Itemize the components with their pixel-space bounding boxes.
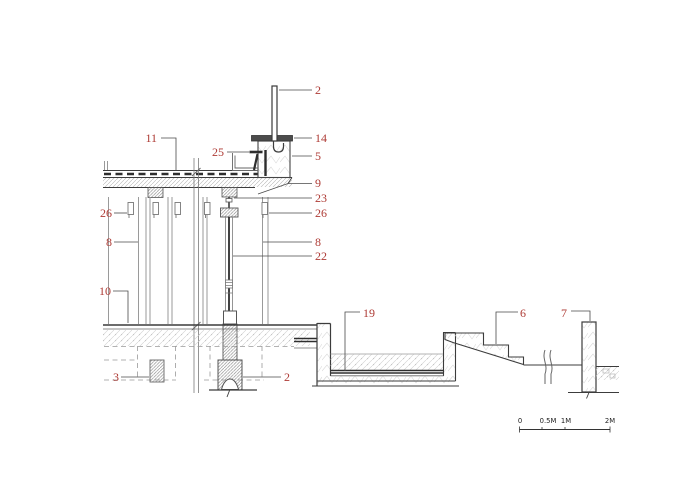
callout-labels: 2 14 5 9 23 26 8 22 11 25 26 8 10 3 2 19…: [99, 83, 567, 384]
callout-fixture-right: 26: [315, 206, 327, 220]
rubble-block: [609, 373, 616, 379]
floor-bed-hatch: [103, 330, 310, 346]
fixture: [152, 202, 159, 215]
callout-column-left: 8: [106, 235, 112, 249]
scale-bar: 0 0.5M 1M 2M: [518, 417, 615, 433]
scale-bar-ticks: [519, 426, 611, 433]
callout-coping-cap: 14: [315, 131, 327, 145]
scale-label-2m: 2M: [605, 417, 615, 425]
hanger-nut: [225, 198, 233, 203]
foundation-dashed-outline: [104, 346, 294, 381]
callout-floor-slab: 10: [99, 284, 111, 298]
parapet-assembly: [232, 85, 293, 179]
callout-roof-slab: 9: [315, 176, 321, 190]
post-anchor-hook: [272, 141, 285, 153]
below-grade-hatch: [596, 367, 619, 380]
hanger-bracket: [220, 207, 239, 218]
flashing-leg: [252, 153, 259, 171]
callout-column-right: 8: [315, 235, 321, 249]
callout-steps: 6: [520, 306, 526, 320]
callout-parapet: 5: [315, 149, 321, 163]
roof-slab-right-edge: [287, 177, 293, 184]
callout-fixture-left: 26: [100, 206, 112, 220]
leader-channel: [344, 311, 360, 371]
callout-hanger-rod: 23: [315, 191, 327, 205]
fixture: [174, 202, 181, 215]
ground-break-symbol: [543, 349, 553, 384]
leader-lines: [113, 89, 591, 378]
wall-base-tick: [586, 392, 590, 399]
scale-label-0: 0: [518, 417, 522, 425]
channel-fill-hatch: [330, 354, 443, 370]
scale-label-05m: 0.5M: [540, 417, 557, 425]
fixture: [261, 202, 268, 215]
fixture-feet: [128, 214, 264, 218]
drainage-channel: [312, 322, 459, 387]
callout-flashing: 25: [212, 145, 224, 159]
site-wall-group: [568, 321, 619, 399]
railing-post: [271, 85, 278, 142]
roof-gutter: [232, 153, 258, 171]
callout-footing-left: 3: [113, 370, 119, 384]
floor-and-foundations: [103, 324, 317, 398]
roof-beam-left: [147, 187, 164, 198]
break-tick-roof: [191, 167, 201, 177]
stepped-ramp: [444, 332, 582, 384]
mullion-base-shoe: [223, 310, 237, 325]
glass-joint: [225, 279, 233, 289]
leader-membrane: [161, 137, 177, 170]
site-wall: [581, 321, 597, 393]
channel-wall-right-texture: [443, 332, 456, 381]
scale-label-1m: 1M: [561, 417, 571, 425]
fixture: [127, 202, 134, 215]
callout-membrane: 11: [145, 131, 157, 145]
footing-left: [149, 359, 165, 383]
callout-railing-post: 2: [315, 83, 321, 97]
callout-channel: 19: [363, 306, 375, 320]
roof-screed-hatch: [103, 178, 292, 187]
leader-site-wall: [571, 310, 591, 321]
joint-ticks: [225, 282, 233, 294]
roof-assembly: [103, 158, 293, 393]
callout-footing-center: 2: [284, 370, 290, 384]
steps-profile: [444, 332, 525, 366]
colonnade: [108, 197, 269, 324]
leader-roof-slab: [257, 183, 312, 195]
ceiling-fixtures: [127, 202, 268, 218]
channel-wall-left-texture: [317, 323, 331, 386]
callout-mullion: 22: [315, 249, 327, 263]
leader-steps: [495, 311, 518, 344]
roof-beam-center: [221, 187, 238, 198]
rubble-block: [602, 368, 610, 374]
fixture: [204, 202, 211, 215]
callout-site-wall: 7: [561, 306, 567, 320]
footing-tick: [226, 390, 230, 398]
leader-floor: [113, 290, 129, 323]
